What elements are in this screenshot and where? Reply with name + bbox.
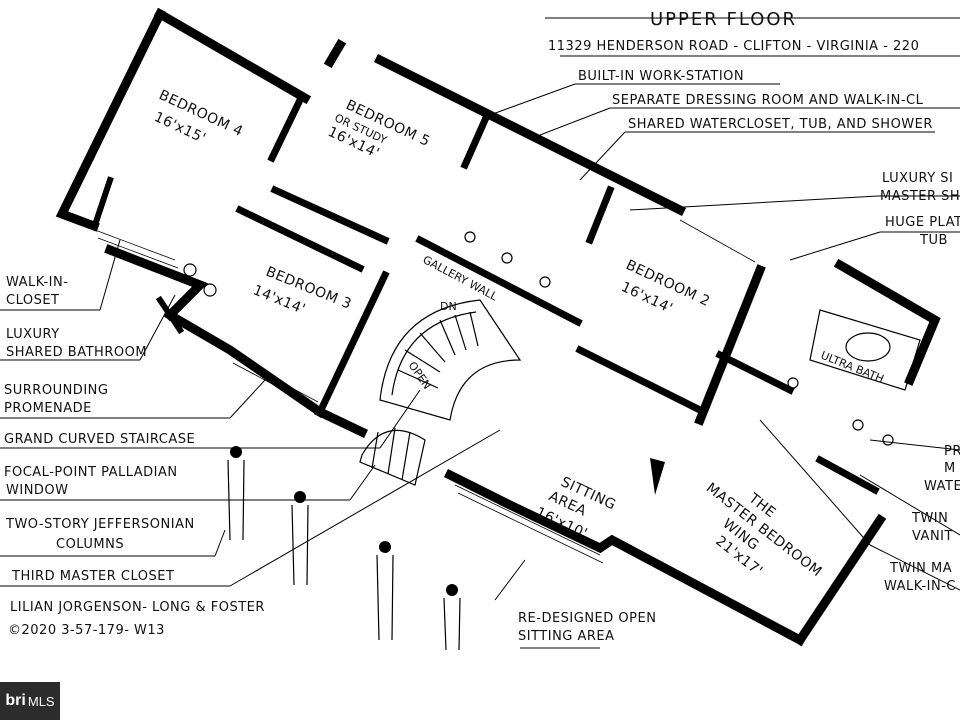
callout-luxury-bath-2: SHARED BATHROOM: [6, 345, 147, 360]
room-ultra-bath: ULTRA BATH: [819, 349, 886, 386]
callout-palladian-2: WINDOW: [6, 483, 69, 498]
callout-dressing-room: SEPARATE DRESSING ROOM AND WALK-IN-CL: [612, 93, 924, 108]
callout-platform-tub-2: TUB: [919, 233, 948, 248]
callout-luxury-shower: LUXURY SI: [882, 171, 953, 186]
plan-address: 11329 HENDERSON ROAD - CLIFTON - VIRGINI…: [548, 39, 919, 54]
callout-twin-closets: TWIN MA: [889, 561, 952, 576]
interior-walls: [91, 95, 880, 495]
callout-palladian: FOCAL-POINT PALLADIAN: [4, 465, 178, 480]
callout-promenade: SURROUNDING: [4, 383, 108, 398]
callout-private-wc-3: WATE: [924, 479, 960, 494]
callout-platform-tub: HUGE PLATF: [885, 215, 960, 230]
plan-title: UPPER FLOOR: [650, 9, 797, 30]
room-label: ULTRA BATH: [819, 349, 886, 386]
grand-curved-staircase: [379, 299, 522, 421]
room-bedroom-3: BEDROOM 3 14'x14': [251, 264, 354, 318]
room-bedroom-5: BEDROOM 5 OR STUDY 16'x14': [325, 97, 432, 162]
callout-private-wc-2: M: [944, 461, 956, 476]
room-bedroom-4: BEDROOM 4 16'x15': [152, 87, 246, 147]
callout-work-station: BUILT-IN WORK-STATION: [578, 69, 744, 84]
room-sitting-area: SITTING AREA 16'x10': [533, 474, 618, 542]
credit-author: LILIAN JORGENSON- LONG & FOSTER: [10, 600, 265, 615]
callout-sitting-area: RE-DESIGNED OPEN: [518, 611, 656, 626]
leader-lines: [0, 17, 960, 649]
callout-twin-vanities-2: VANIT: [912, 529, 953, 544]
callout-walk-in-closet-2: CLOSET: [6, 293, 60, 308]
outer-walls: [55, 7, 941, 647]
mls-logo-icon: bri: [5, 692, 26, 709]
callout-staircase: GRAND CURVED STAIRCASE: [4, 432, 195, 447]
callout-columns-2: COLUMNS: [56, 537, 124, 552]
jeffersonian-columns: [227, 446, 461, 651]
callout-watercloset: SHARED WATERCLOSET, TUB, AND SHOWER: [628, 117, 933, 132]
callout-promenade-2: PROMENADE: [4, 401, 92, 416]
callout-luxury-shower-2: MASTER SH: [880, 189, 960, 204]
callout-twin-closets-2: WALK-IN-C: [884, 579, 956, 594]
callout-third-closet: THIRD MASTER CLOSET: [11, 569, 174, 584]
fixtures: [183, 231, 894, 495]
platform-tub: [809, 309, 921, 391]
mls-badge-text: MLS: [27, 693, 55, 709]
callout-private-wc: PR: [944, 444, 960, 459]
promenade-railings: [94, 39, 756, 564]
callout-twin-vanities: TWIN: [911, 511, 948, 526]
palladian-window: [359, 427, 426, 486]
credit-number: ©2020 3-57-179- W13: [8, 623, 165, 638]
callout-columns: TWO-STORY JEFFERSONIAN: [5, 517, 195, 532]
callout-sitting-area-2: SITTING AREA: [518, 629, 615, 644]
room-bedroom-2: BEDROOM 2 16'x14': [619, 257, 713, 317]
callout-luxury-bath: LUXURY: [6, 327, 60, 342]
stair-dn-label: DN: [440, 300, 457, 313]
mls-badge: bri MLS: [0, 682, 60, 720]
callout-walk-in-closet: WALK-IN-: [6, 275, 68, 290]
